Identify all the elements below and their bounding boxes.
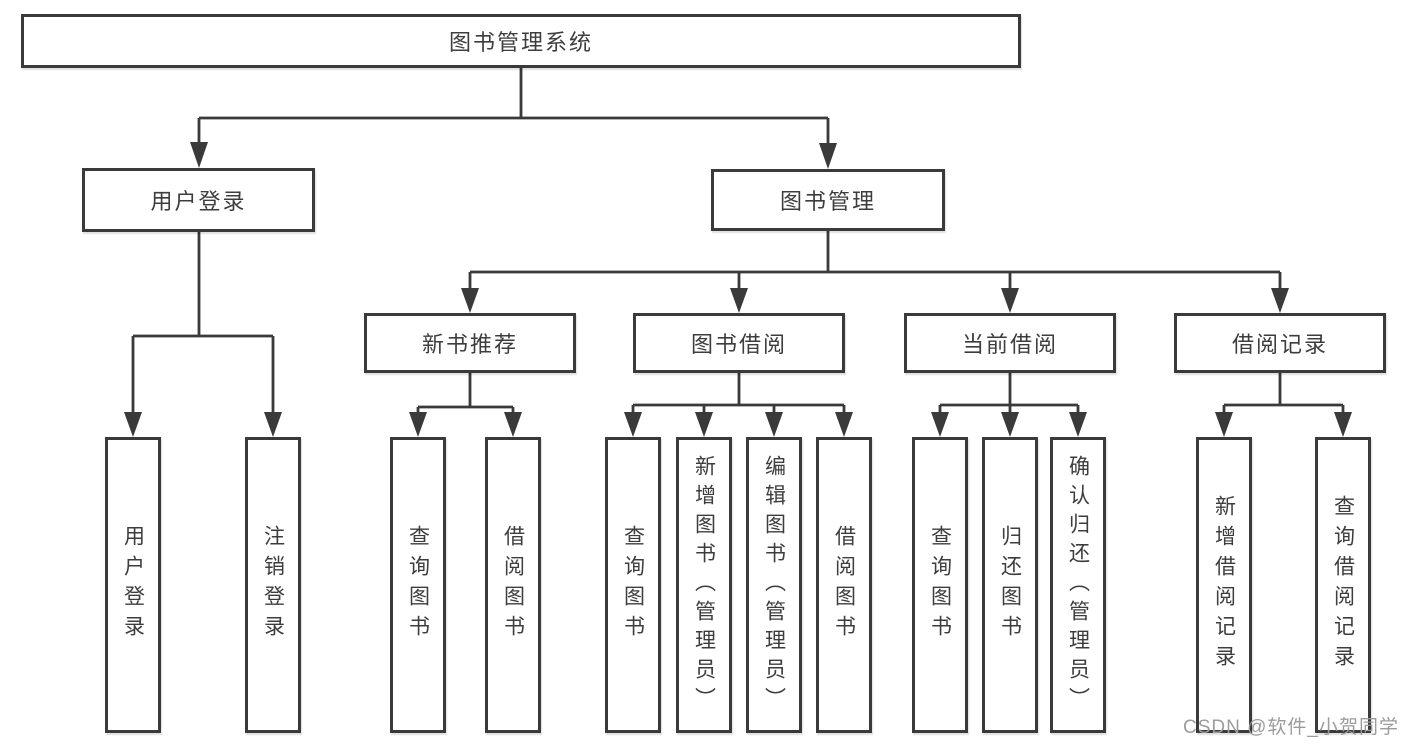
node-current-borrowing: 当前借阅 (904, 313, 1116, 373)
arrowheads (124, 142, 1352, 437)
leaf-query-borrow-record: 查询借阅记录 (1315, 437, 1371, 733)
node-book-borrowing: 图书借阅 (633, 313, 845, 373)
leaf-query-books-borrowing: 查询图书 (605, 437, 661, 733)
leaf-query-books-current: 查询图书 (912, 437, 968, 733)
leaf-return-book: 归还图书 (982, 437, 1038, 733)
node-book-management: 图书管理 (711, 169, 945, 231)
leaf-add-borrow-record: 新增借阅记录 (1196, 437, 1252, 733)
csdn-watermark: CSDN @软件_小贺同学 (1183, 717, 1399, 738)
leaf-add-book-admin: 新增图书（管理员） (676, 437, 732, 733)
node-new-book-recommendation: 新书推荐 (364, 313, 576, 373)
leaf-user-login: 用户登录 (105, 437, 161, 733)
leaf-logout: 注销登录 (245, 437, 301, 733)
leaf-edit-book-admin: 编辑图书（管理员） (746, 437, 802, 733)
node-user-login: 用户登录 (82, 168, 315, 232)
leaf-borrow-books-recommend: 借阅图书 (485, 437, 541, 733)
node-root: 图书管理系统 (21, 14, 1021, 68)
leaf-borrow-books-borrowing: 借阅图书 (816, 437, 872, 733)
leaf-query-books-recommend: 查询图书 (390, 437, 446, 733)
leaf-confirm-return-admin: 确认归还（管理员） (1050, 437, 1106, 733)
node-borrowing-records: 借阅记录 (1174, 313, 1386, 373)
